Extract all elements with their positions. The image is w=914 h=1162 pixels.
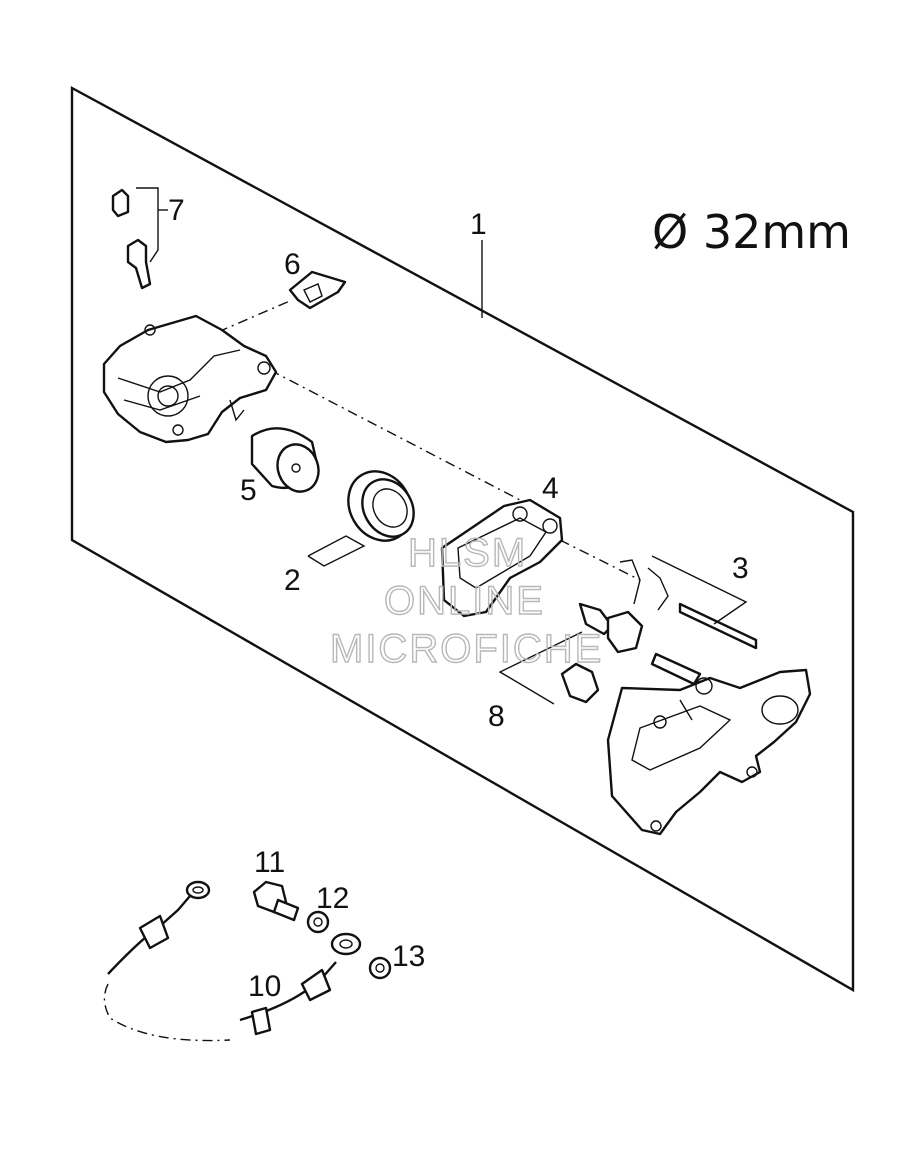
assembly-line-main [269, 369, 521, 501]
part-6-pad-spring[interactable] [288, 270, 347, 310]
watermark-line-1: HLSM [408, 531, 527, 575]
part-3-pins-clips[interactable] [619, 555, 758, 650]
callout-5: 5 [240, 474, 257, 507]
part-7-bleed-screws[interactable] [111, 187, 168, 290]
part-13-washer[interactable] [368, 956, 392, 980]
part-8-sliding-bolts[interactable] [498, 602, 702, 705]
part-5-piston[interactable] [250, 427, 325, 497]
watermark-line-2: ONLINE [384, 579, 545, 623]
watermark: HLSM ONLINE MICROFICHE [329, 530, 603, 671]
part-4-brake-pads[interactable] [440, 498, 564, 618]
callout-6: 6 [284, 248, 301, 281]
callout-2: 2 [284, 564, 301, 597]
callout-12: 12 [316, 882, 349, 915]
callout-7: 7 [168, 194, 185, 227]
part-12-washer[interactable] [306, 910, 330, 934]
caliper-body[interactable] [102, 314, 278, 444]
callout-8: 8 [488, 700, 505, 733]
callout-13: 13 [392, 940, 425, 973]
spec-label: Ø 32mm [652, 205, 851, 259]
part-13-washer-hole [375, 963, 385, 973]
callout-1: 1 [470, 208, 487, 241]
callout-10: 10 [248, 970, 281, 1003]
part-2-seal-ring[interactable] [307, 460, 424, 567]
part-12-washer-hole [313, 917, 323, 927]
callout-3: 3 [732, 552, 749, 585]
assembly-frame [70, 85, 855, 993]
caliper-bracket[interactable] [606, 668, 812, 836]
watermark-line-3: MICROFICHE [330, 627, 603, 671]
part-11-banjo-bolt[interactable] [252, 880, 300, 922]
assembly-line-top [217, 299, 293, 333]
part-10-brake-hose[interactable] [103, 880, 362, 1042]
callout-11: 11 [254, 846, 285, 879]
assembly-line-pin [559, 539, 641, 581]
callout-4: 4 [542, 472, 559, 505]
